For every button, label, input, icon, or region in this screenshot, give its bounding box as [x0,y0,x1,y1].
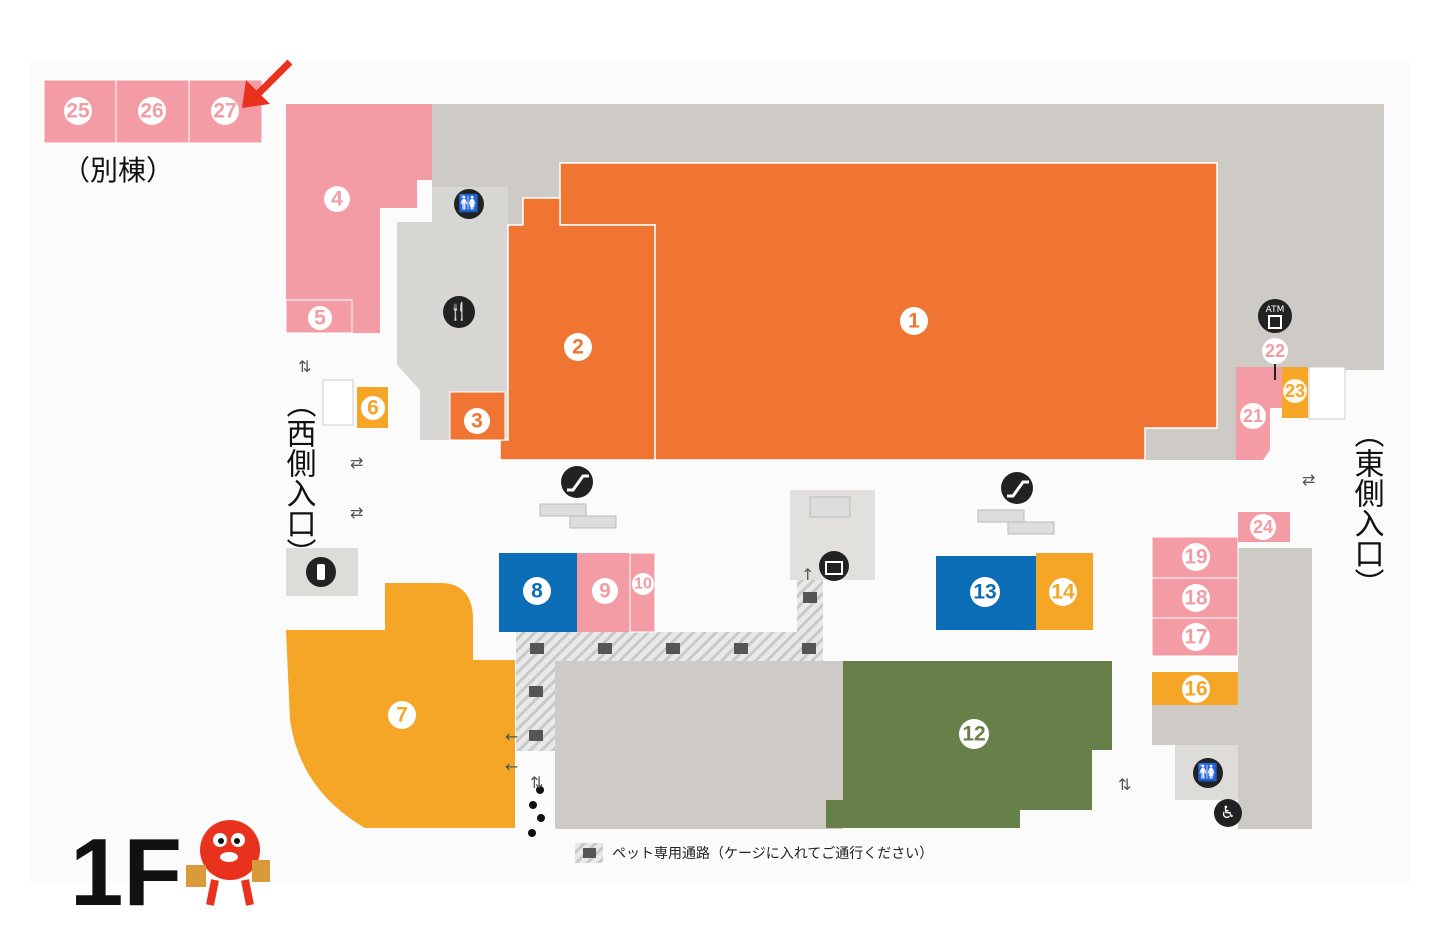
svg-text:27: 27 [213,100,236,123]
label-5: 5 [308,306,332,330]
svg-text:ペット専用通路（ケージに入れてご通行ください）: ペット専用通路（ケージに入れてご通行ください） [612,846,933,862]
svg-text:13: 13 [973,581,996,604]
store-labels: 1 2 3 4 5 6 7 8 9 10 12 13 14 16 17 18 1… [64,97,1307,749]
svg-text:⇄: ⇄ [350,503,363,522]
label-24: 24 [1250,514,1276,540]
svg-text:↑: ↑ [801,565,814,584]
label-21: 21 [1240,403,1266,429]
svg-text:17: 17 [1184,626,1207,649]
svg-text:←: ← [505,757,518,776]
mascot-character [186,820,270,906]
svg-text:🍴: 🍴 [448,301,469,322]
label-26: 26 [138,97,166,125]
label-22: 22 [1262,338,1288,380]
svg-text:23: 23 [1285,381,1305,401]
elevator-icon [819,551,849,581]
east-corridor-block [1238,548,1312,829]
svg-text:♿: ♿ [1220,803,1235,823]
escalator-icon [561,466,593,498]
svg-text:16: 16 [1184,678,1207,701]
svg-text:19: 19 [1184,546,1207,569]
label-9: 9 [592,578,618,604]
svg-text:3: 3 [471,410,483,433]
door-arrows: ⇅ ⇄ ⇄ ⇄ ⇅ ⇅ ← ← ↑ [298,357,1315,794]
west-stairs [322,379,354,426]
east-entrance-label: （東側入口） [1349,418,1385,598]
label-6: 6 [361,396,385,420]
store-4[interactable] [286,104,432,333]
svg-text:10: 10 [634,576,652,593]
label-12: 12 [959,719,989,749]
atm-icon: ATM [1258,299,1292,333]
label-23: 23 [1283,379,1307,403]
highlight-arrow-icon [242,59,293,108]
annex-label: （別棟） [62,154,174,187]
restroom-icon: 🚻 [454,189,484,219]
label-3: 3 [464,408,490,434]
svg-text:5: 5 [314,307,326,330]
svg-text:⇅: ⇅ [298,357,311,376]
restroom-icon: 🚻 [1193,758,1223,788]
svg-text:🚻: 🚻 [458,193,479,214]
label-7: 7 [388,701,416,729]
svg-text:⇄: ⇄ [350,453,363,472]
svg-text:4: 4 [331,188,343,211]
svg-text:7: 7 [396,704,408,727]
restaurant-icon: 🍴 [443,296,475,328]
store-2[interactable] [499,197,656,461]
east-service [1152,705,1238,745]
svg-text:26: 26 [140,100,163,123]
label-2: 2 [564,333,592,361]
store-26[interactable] [115,79,190,144]
floor-label: 1F [70,819,182,926]
back-area-east [1217,104,1384,370]
back-strip [1217,360,1237,460]
store-22[interactable] [1270,367,1282,408]
svg-text:6: 6 [367,397,379,420]
svg-text:24: 24 [1253,517,1273,537]
svg-text:ATM: ATM [1266,305,1285,315]
svg-text:⇅: ⇅ [1118,775,1131,794]
svg-text:18: 18 [1184,587,1208,610]
pet-icons [529,592,817,741]
back-notch [1145,428,1220,460]
wheelchair-icon: ♿ [1214,799,1242,827]
store-1[interactable] [559,162,1218,461]
label-14: 14 [1049,578,1077,606]
stairs [539,496,1055,535]
legend-pet-path: ペット専用通路（ケージに入れてご通行ください） [575,843,933,863]
label-10: 10 [632,573,654,595]
center-block [555,661,843,829]
label-8: 8 [523,577,551,605]
nursing-room-icon [306,557,336,587]
svg-text:1: 1 [908,310,920,333]
svg-text:25: 25 [66,100,90,123]
label-17: 17 [1182,623,1210,651]
svg-text:🚻: 🚻 [1197,762,1218,783]
label-16: 16 [1182,675,1210,703]
label-27: 27 [211,97,239,125]
west-entrance-label: （西側入口） [281,388,317,568]
label-19: 19 [1182,543,1210,571]
svg-text:⇄: ⇄ [1302,470,1315,489]
east-stairs [1308,366,1346,420]
paw-prints [528,786,545,837]
svg-text:⇅: ⇅ [530,773,543,792]
svg-text:←: ← [505,727,518,746]
label-25: 25 [64,97,92,125]
svg-text:12: 12 [962,723,985,746]
label-4: 4 [324,186,350,212]
label-18: 18 [1182,584,1210,612]
escalator-icon [1001,472,1033,504]
svg-text:9: 9 [599,580,611,603]
svg-text:14: 14 [1051,581,1075,604]
svg-text:21: 21 [1243,406,1263,426]
label-1: 1 [900,307,928,335]
svg-text:8: 8 [531,580,543,603]
restaurant-area [397,222,508,440]
svg-text:22: 22 [1265,341,1285,361]
svg-text:2: 2 [572,336,584,359]
label-13: 13 [970,577,1000,607]
